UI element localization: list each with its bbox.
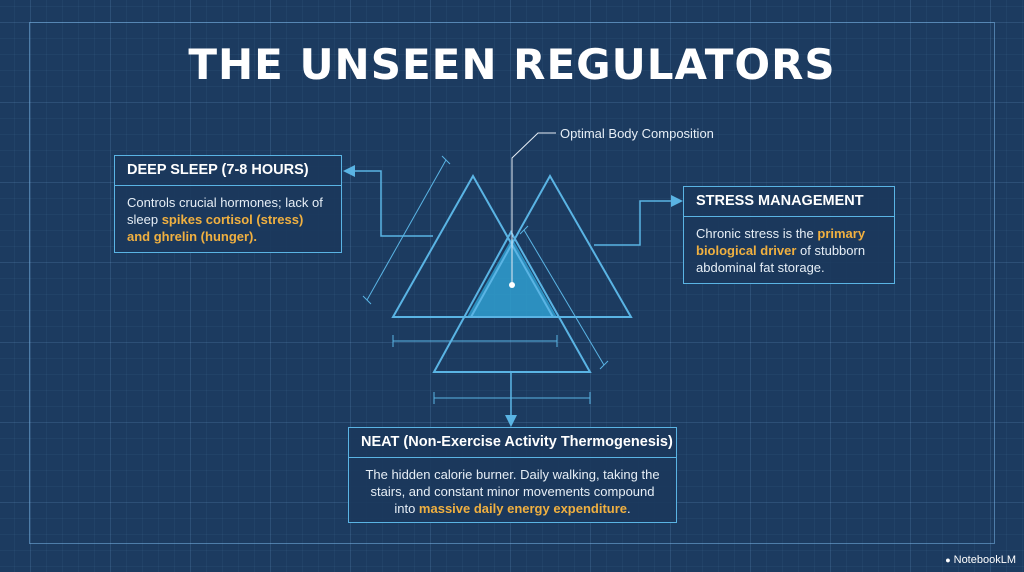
notebooklm-icon: ● <box>945 555 951 565</box>
stress-connector <box>594 195 683 246</box>
stress-highlight: primary biological driver <box>696 226 866 258</box>
callout-label: Optimal Body Composition <box>560 126 714 141</box>
neat-text: The hidden calorie burner. Daily walking… <box>365 467 660 516</box>
neat-heading: NEAT (Non-Exercise Activity Thermogenesi… <box>349 428 676 458</box>
dimension-lines <box>362 155 609 404</box>
neat-text-after: . <box>627 501 631 516</box>
stress-text: Chronic stress is the <box>696 226 818 241</box>
neat-box: NEAT (Non-Exercise Activity Thermogenesi… <box>348 427 677 523</box>
stress-text-after: of stubborn abdominal fat storage. <box>696 243 866 275</box>
neat-highlight: massive daily energy expenditure <box>418 501 628 516</box>
sleep-box: DEEP SLEEP (7-8 HOURS) Controls crucial … <box>114 155 342 253</box>
brand-watermark: ● NotebookLM <box>945 554 1016 566</box>
callout-leader <box>511 132 556 284</box>
page-title: THE UNSEEN REGULATORS <box>188 40 836 89</box>
stress-triangle <box>469 173 633 318</box>
sleep-highlight: spikes cortisol (stress) and ghrelin (hu… <box>127 212 304 244</box>
neat-description: The hidden calorie burner. Daily walking… <box>349 458 676 525</box>
blueprint-frame <box>29 22 995 544</box>
sleep-connector <box>343 165 433 237</box>
brand-label: NotebookLM <box>953 554 1016 566</box>
center-point <box>509 282 515 288</box>
sleep-text: Controls crucial hormones; lack of sleep <box>127 195 323 227</box>
stress-heading: STRESS MANAGEMENT <box>684 187 894 217</box>
sleep-heading: DEEP SLEEP (7-8 HOURS) <box>115 156 341 186</box>
sleep-description: Controls crucial hormones; lack of sleep… <box>115 186 341 253</box>
stress-box: STRESS MANAGEMENT Chronic stress is the … <box>683 186 895 284</box>
neat-triangle <box>432 229 592 373</box>
stress-description: Chronic stress is the primary biological… <box>684 217 894 284</box>
